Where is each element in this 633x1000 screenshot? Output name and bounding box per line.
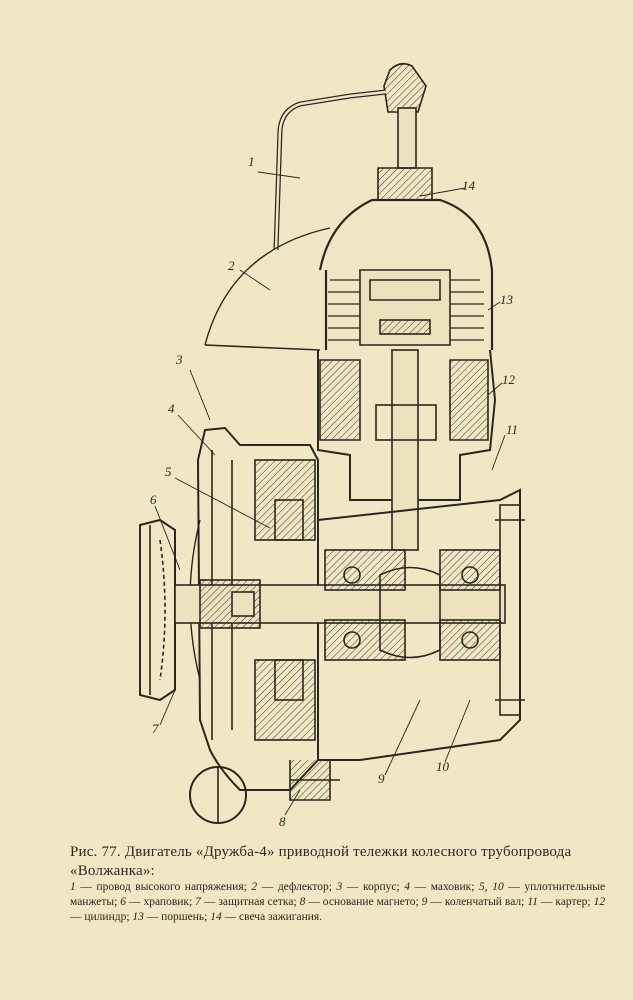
legend-text: маховик; bbox=[430, 881, 475, 893]
legend-number: 5, 10 bbox=[479, 881, 504, 893]
legend-entry: 2 — дефлектор; bbox=[251, 881, 332, 893]
legend-text: уплотнительные манжеты; bbox=[70, 881, 606, 908]
legend-text: поршень; bbox=[161, 911, 208, 923]
legend-text: основание магнето; bbox=[322, 896, 419, 908]
label-1: 1 bbox=[248, 154, 255, 169]
legend-number: 12 bbox=[593, 896, 606, 908]
label-12: 12 bbox=[502, 372, 516, 387]
legend-number: 7 bbox=[195, 896, 201, 908]
legend-number: 13 bbox=[132, 911, 144, 923]
label-6: 6 bbox=[150, 492, 157, 507]
legend-entry: 8 — основание магнето; bbox=[299, 896, 419, 908]
label-9: 9 bbox=[378, 771, 385, 786]
label-3: 3 bbox=[175, 352, 183, 367]
legend-entry: 11 — картер; bbox=[527, 896, 591, 908]
legend-number: 8 bbox=[299, 896, 306, 908]
legend-text: дефлектор; bbox=[277, 881, 332, 893]
legend-text: картер; bbox=[555, 896, 591, 908]
legend-text: защитная сетка; bbox=[218, 896, 297, 908]
legend-entry: 1 — провод высокого напряжения; bbox=[70, 881, 247, 893]
label-7: 7 bbox=[152, 721, 159, 736]
label-5: 5 bbox=[165, 464, 172, 479]
legend-entry: 4 — маховик; bbox=[404, 881, 475, 893]
legend-entry: 14 — свеча зажигания. bbox=[210, 911, 323, 923]
label-14: 14 bbox=[462, 178, 476, 193]
legend-number: 11 bbox=[527, 896, 538, 908]
legend-number: 2 bbox=[251, 881, 258, 893]
legend-text: храповик; bbox=[143, 896, 193, 908]
label-10: 10 bbox=[436, 759, 450, 774]
legend-number: 4 bbox=[404, 881, 411, 893]
legend-entry: 3 — корпус; bbox=[336, 881, 400, 893]
legend-entry: 12 — цилиндр; bbox=[70, 896, 606, 923]
label-2: 2 bbox=[228, 258, 235, 273]
label-8: 8 bbox=[279, 814, 286, 829]
legend-number: 14 bbox=[210, 911, 222, 923]
legend-entry: 5, 10 — уплотнительные манжеты; bbox=[70, 881, 606, 908]
legend-text: коленчатый вал; bbox=[444, 896, 525, 908]
legend-number: 3 bbox=[336, 881, 343, 893]
legend-entry: 9 — коленчатый вал; bbox=[421, 896, 525, 908]
label-11: 11 bbox=[506, 422, 518, 437]
figure-legend: 1 — провод высокого напряжения; 2 — дефл… bbox=[70, 880, 605, 925]
legend-number: 6 bbox=[120, 896, 127, 908]
legend-text: свеча зажигания. bbox=[239, 911, 323, 923]
legend-entry: 7 — защитная сетка; bbox=[195, 896, 297, 908]
legend-text: корпус; bbox=[362, 881, 400, 893]
legend-entry: 6 — храповик; bbox=[120, 896, 193, 908]
legend-number: 9 bbox=[421, 896, 428, 908]
legend-entry: 13 — поршень; bbox=[132, 911, 208, 923]
legend-text: цилиндр; bbox=[84, 911, 130, 923]
engine-cross-section-drawing: 1 2 3 4 5 6 7 8 9 10 11 12 13 14 bbox=[139, 62, 525, 829]
legend-text: провод высокого напряжения; bbox=[96, 881, 247, 893]
label-4: 4 bbox=[168, 401, 175, 416]
figure-caption: Рис. 77. Двигатель «Дружба-4» приводной … bbox=[70, 844, 572, 879]
label-13: 13 bbox=[500, 292, 514, 307]
legend-number: 1 bbox=[70, 881, 76, 893]
